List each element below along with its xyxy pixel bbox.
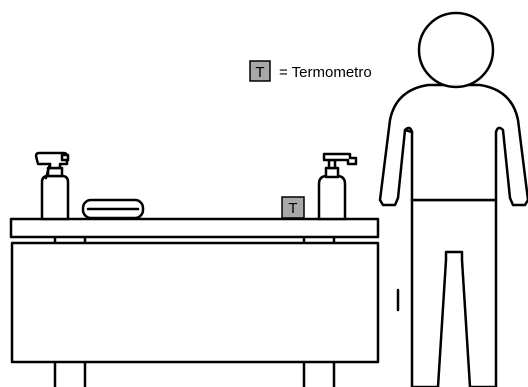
person-torso	[380, 85, 528, 205]
legend: T = Termometro	[250, 61, 372, 81]
folded-towel	[83, 200, 143, 218]
thermometer-on-table: T	[282, 197, 304, 218]
person-figure	[380, 13, 528, 387]
table-body	[12, 243, 378, 362]
examination-table	[11, 219, 378, 387]
thermometer-letter: T	[288, 200, 297, 217]
person-legs	[412, 200, 496, 387]
table-top	[11, 219, 378, 237]
legend-label: = Termometro	[279, 64, 372, 81]
pump-bottle-right	[319, 154, 356, 219]
legend-thermometer-letter: T	[255, 64, 264, 81]
person-head	[419, 13, 493, 87]
spray-bottle-left	[36, 153, 68, 219]
